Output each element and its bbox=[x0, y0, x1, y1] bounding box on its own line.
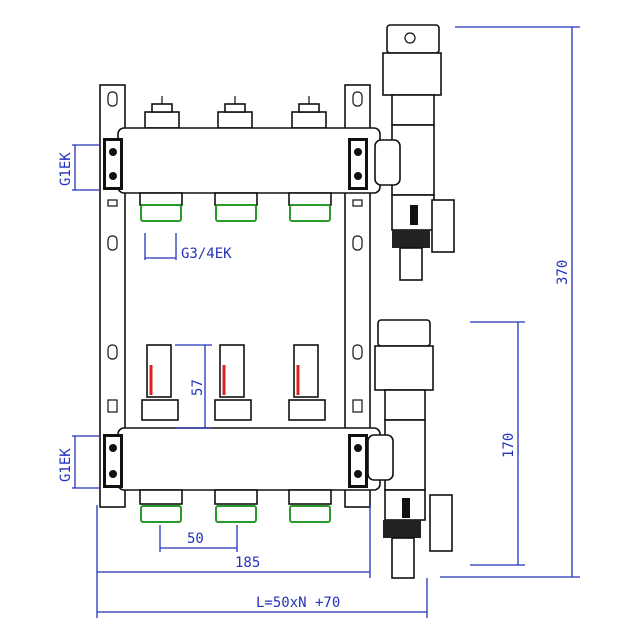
return-outlets bbox=[139, 489, 332, 523]
return-bar bbox=[103, 427, 381, 491]
supply-valves bbox=[144, 96, 327, 129]
bracket-width-label: 185 bbox=[235, 555, 260, 571]
total-length-label: L=50xN +70 bbox=[256, 595, 340, 611]
outlet-thread-label: G3/4EK bbox=[181, 246, 232, 262]
flowmeters bbox=[141, 344, 326, 421]
return-height-label: 170 bbox=[501, 433, 517, 458]
outlet-spacing-label: 50 bbox=[187, 531, 204, 547]
supply-outlets bbox=[139, 192, 332, 222]
supply-bar bbox=[103, 127, 381, 194]
flowmeter-height-label: 57 bbox=[190, 379, 206, 396]
total-height-label: 370 bbox=[555, 260, 571, 285]
bottom-air-vent-fitting bbox=[367, 319, 453, 579]
return-thread-label: G1EK bbox=[58, 448, 74, 482]
top-air-vent-fitting bbox=[374, 24, 455, 281]
supply-thread-label: G1EK bbox=[58, 152, 74, 186]
dimension-lines bbox=[72, 26, 580, 618]
